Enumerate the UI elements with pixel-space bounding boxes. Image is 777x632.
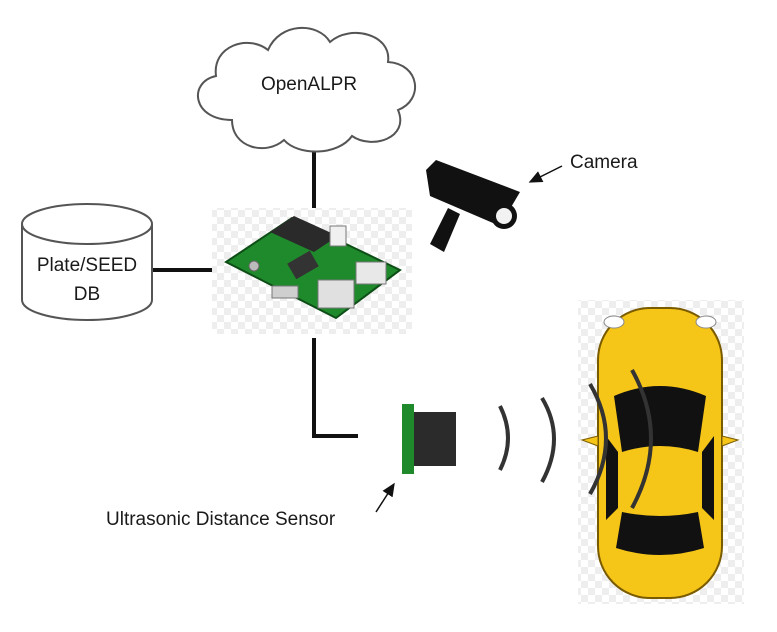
connector-lines — [152, 150, 358, 438]
car — [578, 300, 744, 604]
board-ethernet-port — [317, 279, 355, 309]
cloud-shape — [197, 27, 416, 153]
openalpr-cloud: OpenALPR — [197, 27, 416, 153]
board-capacitor — [248, 260, 260, 272]
database: Plate/SEED DB — [21, 203, 153, 321]
car-headlight-left — [603, 315, 625, 329]
car-headlight-right — [695, 315, 717, 329]
ultrasonic-waves — [498, 396, 556, 483]
board-chip — [287, 250, 319, 280]
database-top — [21, 203, 153, 245]
car-side-window-left — [606, 436, 618, 520]
board-gpio-header — [270, 216, 338, 252]
board-hdmi-port — [271, 285, 299, 299]
camera-arrow — [528, 165, 563, 183]
wave-3 — [588, 382, 608, 495]
board-audio-jack — [329, 225, 347, 247]
car-mirror-right — [721, 435, 740, 447]
wave-2 — [540, 396, 556, 483]
raspberry-pi-board — [212, 208, 412, 334]
wave-4 — [630, 369, 653, 509]
sensor-arrow — [375, 482, 395, 513]
database-label-line1: Plate/SEED — [37, 255, 137, 276]
camera-mount — [430, 208, 460, 252]
car-mirror-left — [580, 435, 599, 447]
wave-1 — [498, 405, 510, 471]
database-label-line2: DB — [74, 284, 100, 305]
camera: Camera — [426, 152, 638, 252]
car-windshield — [614, 386, 706, 452]
car-rear-window — [616, 512, 704, 555]
car-side-window-right — [702, 436, 714, 520]
camera-label: Camera — [570, 152, 638, 173]
sensor-pcb — [402, 404, 414, 474]
cloud-label: OpenALPR — [261, 74, 357, 95]
ultrasonic-waves-reflected — [588, 369, 653, 509]
sensor-label: Ultrasonic Distance Sensor — [106, 509, 336, 530]
ultrasonic-sensor: Ultrasonic Distance Sensor — [106, 404, 456, 530]
sensor-transducer — [414, 412, 456, 466]
database-body — [21, 224, 153, 321]
camera-lens — [496, 208, 512, 224]
board-to-sensor-line — [312, 338, 358, 438]
board-usb-port — [355, 261, 387, 285]
